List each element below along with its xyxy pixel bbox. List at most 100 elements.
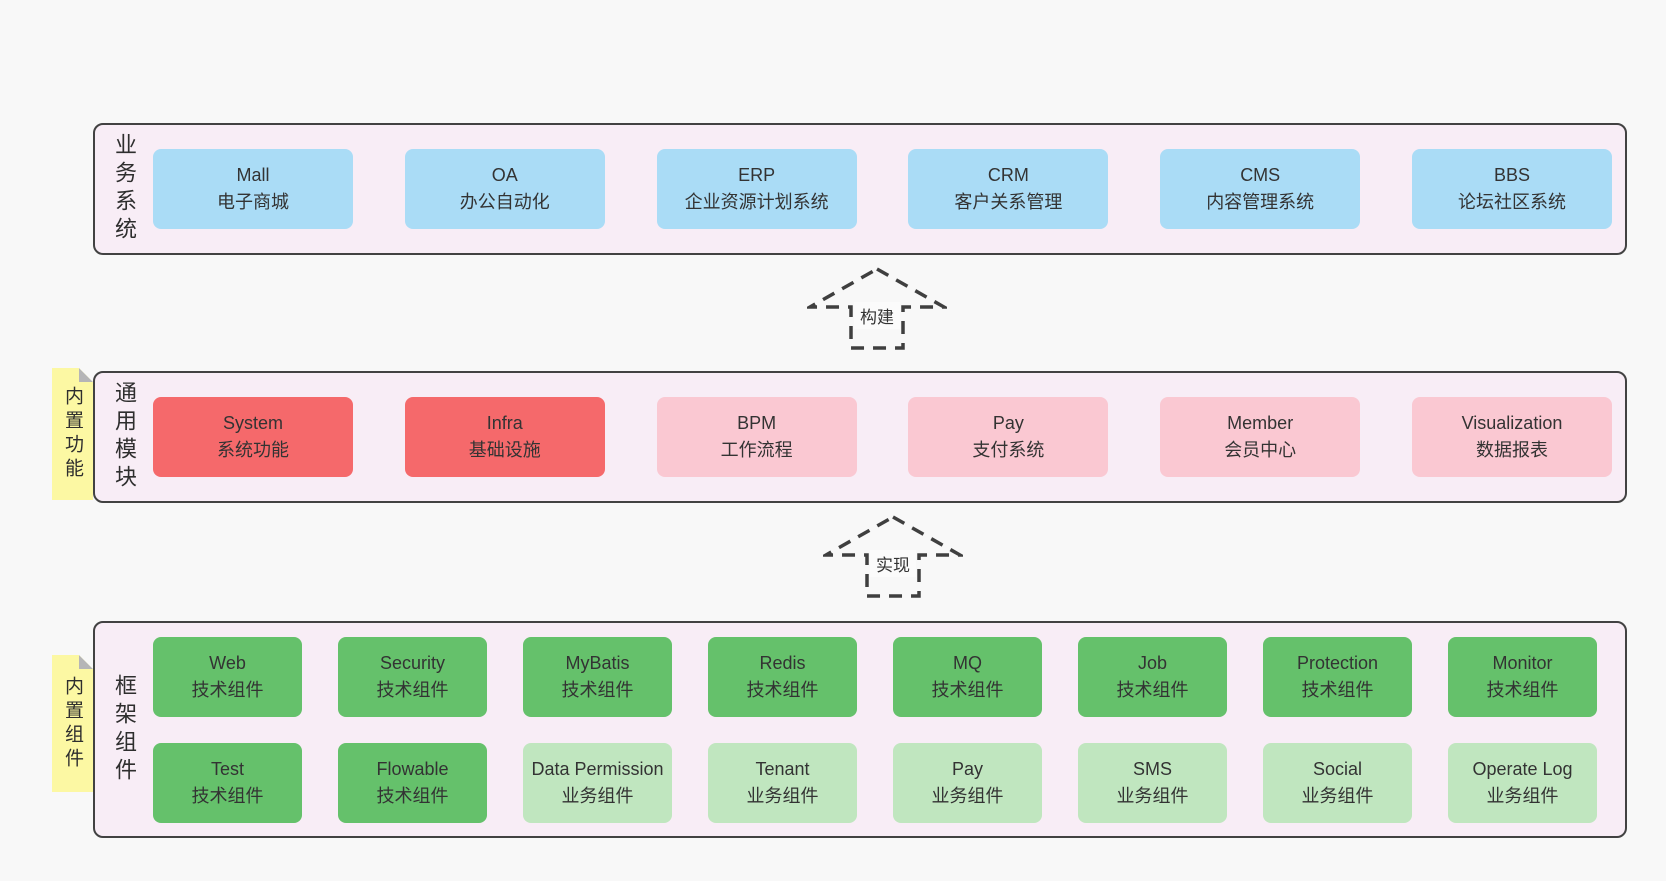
panel-business-systems-label: 业务系统 [112, 133, 137, 245]
sticky-note-builtin-components-label: 内置组件 [62, 675, 83, 772]
panel-framework-components: 框架组件 Web 技术组件 Security 技术组件 MyBatis 技术组件… [93, 621, 1627, 838]
box-subtitle: 会员中心 [1224, 440, 1297, 460]
box-subtitle: 技术组件 [931, 679, 1004, 700]
box-cms: CMS 内容管理系统 [1160, 149, 1361, 229]
box-title: Web [209, 652, 246, 673]
box-title: BPM [737, 413, 777, 433]
box-subtitle: 办公自动化 [459, 192, 550, 212]
box-subtitle: 技术组件 [1486, 679, 1559, 700]
framework-row-2: Test 技术组件 Flowable 技术组件 Data Permission … [153, 742, 1597, 823]
box-subtitle: 业务组件 [931, 785, 1004, 806]
box-subtitle: 客户关系管理 [954, 192, 1063, 212]
panel-business-systems-content: Mall 电子商城 OA 办公自动化 ERP 企业资源计划系统 CRM 客户关系… [153, 125, 1625, 253]
sticky-note-builtin-components: 内置组件 [52, 655, 93, 792]
box-title: CRM [987, 165, 1029, 185]
box-title: Operate Log [1472, 758, 1573, 779]
box-title: Monitor [1492, 652, 1553, 673]
panel-business-systems: 业务系统 Mall 电子商城 OA 办公自动化 ERP 企业资源计划系统 CRM… [93, 123, 1627, 255]
box-subtitle: 支付系统 [972, 440, 1045, 460]
box-bpm: BPM 工作流程 [656, 397, 857, 477]
box-job: Job 技术组件 [1078, 636, 1227, 717]
framework-row-1: Web 技术组件 Security 技术组件 MyBatis 技术组件 Redi… [153, 636, 1597, 717]
box-title: BBS [1493, 165, 1530, 185]
box-erp: ERP 企业资源计划系统 [656, 149, 857, 229]
box-subtitle: 业务组件 [561, 785, 634, 806]
box-redis: Redis 技术组件 [708, 636, 857, 717]
box-subtitle: 内容管理系统 [1206, 192, 1315, 212]
box-tenant: Tenant 业务组件 [708, 742, 857, 823]
box-subtitle: 技术组件 [561, 679, 634, 700]
box-subtitle: 技术组件 [191, 785, 264, 806]
box-oa: OA 办公自动化 [404, 149, 605, 229]
sticky-fold-corner [79, 655, 93, 669]
panel-common-modules-label: 通用模块 [112, 381, 137, 493]
box-sms: SMS 业务组件 [1078, 742, 1227, 823]
box-subtitle: 企业资源计划系统 [684, 192, 829, 212]
box-title: OA [491, 165, 518, 185]
box-title: Pay [951, 758, 984, 779]
box-mall: Mall 电子商城 [153, 149, 353, 229]
box-flowable: Flowable 技术组件 [338, 742, 487, 823]
box-subtitle: 工作流程 [720, 440, 793, 460]
panel-common-modules-content: System 系统功能 Infra 基础设施 BPM 工作流程 Pay 支付系统… [153, 373, 1625, 501]
box-title: Tenant [755, 758, 810, 779]
box-title: MyBatis [565, 652, 630, 673]
box-infra: Infra 基础设施 [404, 397, 605, 477]
box-title: Social [1312, 758, 1363, 779]
sticky-note-builtin-features: 内置功能 [52, 368, 93, 500]
box-title: CMS [1240, 165, 1281, 185]
panel-common-modules: 通用模块 System 系统功能 Infra 基础设施 BPM 工作流程 Pay… [93, 371, 1627, 503]
box-title: Job [1137, 652, 1168, 673]
box-subtitle: 数据报表 [1475, 440, 1548, 460]
box-test: Test 技术组件 [153, 742, 302, 823]
box-title: Test [210, 758, 244, 779]
box-title: Flowable [376, 758, 449, 779]
box-subtitle: 电子商城 [217, 192, 289, 212]
box-crm: CRM 客户关系管理 [908, 149, 1109, 229]
box-title: SMS [1132, 758, 1172, 779]
box-data-permission: Data Permission 业务组件 [523, 742, 672, 823]
box-title: Visualization [1461, 413, 1563, 433]
sticky-fold-corner [79, 368, 93, 382]
box-subtitle: 技术组件 [191, 679, 264, 700]
box-title: Security [379, 652, 446, 673]
box-subtitle: 论坛社区系统 [1457, 192, 1566, 212]
box-bbs: BBS 论坛社区系统 [1411, 149, 1612, 229]
box-title: MQ [953, 652, 982, 673]
box-subtitle: 系统功能 [217, 440, 289, 460]
box-social: Social 业务组件 [1263, 742, 1412, 823]
arrow-build-label: 构建 [854, 302, 900, 329]
box-web: Web 技术组件 [153, 636, 302, 717]
arrow-implement: 实现 [823, 514, 963, 599]
box-subtitle: 基础设施 [468, 440, 541, 460]
box-subtitle: 业务组件 [1301, 785, 1374, 806]
box-mq: MQ 技术组件 [893, 636, 1042, 717]
box-subtitle: 业务组件 [1116, 785, 1189, 806]
box-subtitle: 业务组件 [746, 785, 819, 806]
box-subtitle: 技术组件 [746, 679, 819, 700]
box-title: Infra [486, 413, 523, 433]
box-title: Redis [759, 652, 806, 673]
panel-framework-components-content: Web 技术组件 Security 技术组件 MyBatis 技术组件 Redi… [153, 623, 1625, 836]
box-member: Member 会员中心 [1160, 397, 1361, 477]
arrow-build: 构建 [807, 266, 947, 351]
box-pay-biz: Pay 业务组件 [893, 742, 1042, 823]
box-subtitle: 技术组件 [376, 785, 449, 806]
box-system: System 系统功能 [153, 397, 353, 477]
up-arrow-dashed-icon [823, 514, 963, 598]
box-title: Mall [236, 165, 270, 185]
arrow-implement-label: 实现 [870, 550, 916, 577]
box-subtitle: 技术组件 [376, 679, 449, 700]
panel-framework-components-label: 框架组件 [112, 673, 137, 786]
box-title: System [222, 413, 283, 433]
up-arrow-dashed-icon [807, 266, 947, 350]
box-pay: Pay 支付系统 [908, 397, 1109, 477]
box-title: Data Permission [531, 758, 664, 779]
box-mybatis: MyBatis 技术组件 [523, 636, 672, 717]
box-security: Security 技术组件 [338, 636, 487, 717]
sticky-note-builtin-features-label: 内置功能 [62, 386, 83, 482]
box-title: Pay [992, 413, 1024, 433]
box-title: Protection [1296, 652, 1379, 673]
box-protection: Protection 技术组件 [1263, 636, 1412, 717]
